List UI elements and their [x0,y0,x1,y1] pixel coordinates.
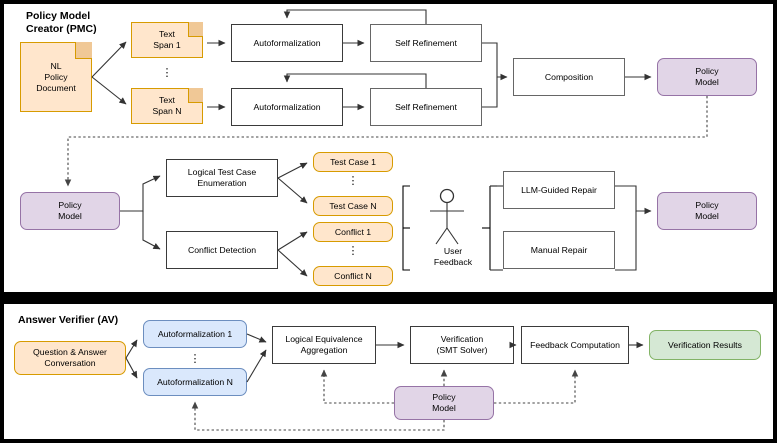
pmc-autoformalization-1-label: Autoformalization [253,37,321,48]
text-span-n-label: Text Span N [152,95,182,116]
conflict-detection-label: Conflict Detection [187,244,257,255]
av-policy-model-label: Policy Model [432,392,456,413]
manual-repair-label: Manual Repair [530,244,588,255]
question-answer-conversation: Question & Answer Conversation [14,341,126,375]
text-span-ellipsis: ⋮ [161,67,173,79]
pmc-composition-label: Composition [544,71,594,82]
testing-policy-model-input: Policy Model [20,192,120,230]
logical-equivalence-aggregation-label: Logical Equivalence Aggregation [285,334,363,355]
verification-smt-solver-label: Verification (SMT Solver) [436,334,488,355]
verification-results: Verification Results [649,330,761,360]
av-autoformalization-1: Autoformalization 1 [143,320,247,348]
conflict-n: Conflict N [313,266,393,286]
pmc-title: Policy Model Creator (PMC) [26,10,97,35]
av-autoformalization-n: Autoformalization N [143,368,247,396]
conflict-n-label: Conflict N [334,270,372,281]
av-autoformalization-ellipsis: ⋮ [189,353,201,365]
doc-fold-corner [188,22,203,37]
conflict-ellipsis: ⋮ [347,245,359,257]
manual-repair: Manual Repair [503,231,615,269]
panel-divider [0,293,777,303]
av-policy-model: Policy Model [394,386,494,420]
av-autoformalization-1-label: Autoformalization 1 [157,328,233,339]
text-span-1: Text Span 1 [131,22,203,58]
pmc-composition: Composition [513,58,625,96]
av-title: Answer Verifier (AV) [18,314,119,326]
pmc-policy-model-output: Policy Model [657,58,757,96]
text-span-n: Text Span N [131,88,203,124]
pmc-self-refinement-n: Self Refinement [370,88,482,126]
testing-policy-model-input-label: Policy Model [58,200,82,221]
av-autoformalization-n-label: Autoformalization N [157,376,233,387]
logical-test-case-enumeration: Logical Test Case Enumeration [166,159,278,197]
pmc-policy-model-output-label: Policy Model [695,66,719,87]
user-feedback-label: User Feedback [433,246,473,267]
llm-guided-repair: LLM-Guided Repair [503,171,615,209]
testing-policy-model-output-label: Policy Model [695,200,719,221]
verification-smt-solver: Verification (SMT Solver) [410,326,514,364]
pmc-autoformalization-n-label: Autoformalization [253,101,321,112]
nl-policy-document: NL Policy Document [20,42,92,112]
pmc-autoformalization-1: Autoformalization [231,24,343,62]
conflict-detection: Conflict Detection [166,231,278,269]
conflict-1-label: Conflict 1 [334,226,372,237]
test-case-n: Test Case N [313,196,393,216]
pmc-self-refinement-n-label: Self Refinement [395,101,457,112]
pmc-autoformalization-n: Autoformalization [231,88,343,126]
feedback-computation: Feedback Computation [521,326,629,364]
nl-policy-document-label: NL Policy Document [36,60,76,93]
logical-test-case-enumeration-label: Logical Test Case Enumeration [187,167,257,188]
test-case-1-label: Test Case 1 [330,156,376,167]
test-case-1: Test Case 1 [313,152,393,172]
conflict-1: Conflict 1 [313,222,393,242]
test-case-ellipsis: ⋮ [347,175,359,187]
test-case-n-label: Test Case N [329,200,377,211]
text-span-1-label: Text Span 1 [153,29,181,50]
testing-policy-model-output: Policy Model [657,192,757,230]
pmc-self-refinement-1-label: Self Refinement [395,37,457,48]
logical-equivalence-aggregation: Logical Equivalence Aggregation [272,326,376,364]
doc-fold-corner [75,42,92,59]
feedback-computation-label: Feedback Computation [530,339,620,350]
pmc-self-refinement-1: Self Refinement [370,24,482,62]
question-answer-conversation-label: Question & Answer Conversation [33,347,107,368]
verification-results-label: Verification Results [668,339,742,350]
llm-guided-repair-label: LLM-Guided Repair [521,184,597,195]
